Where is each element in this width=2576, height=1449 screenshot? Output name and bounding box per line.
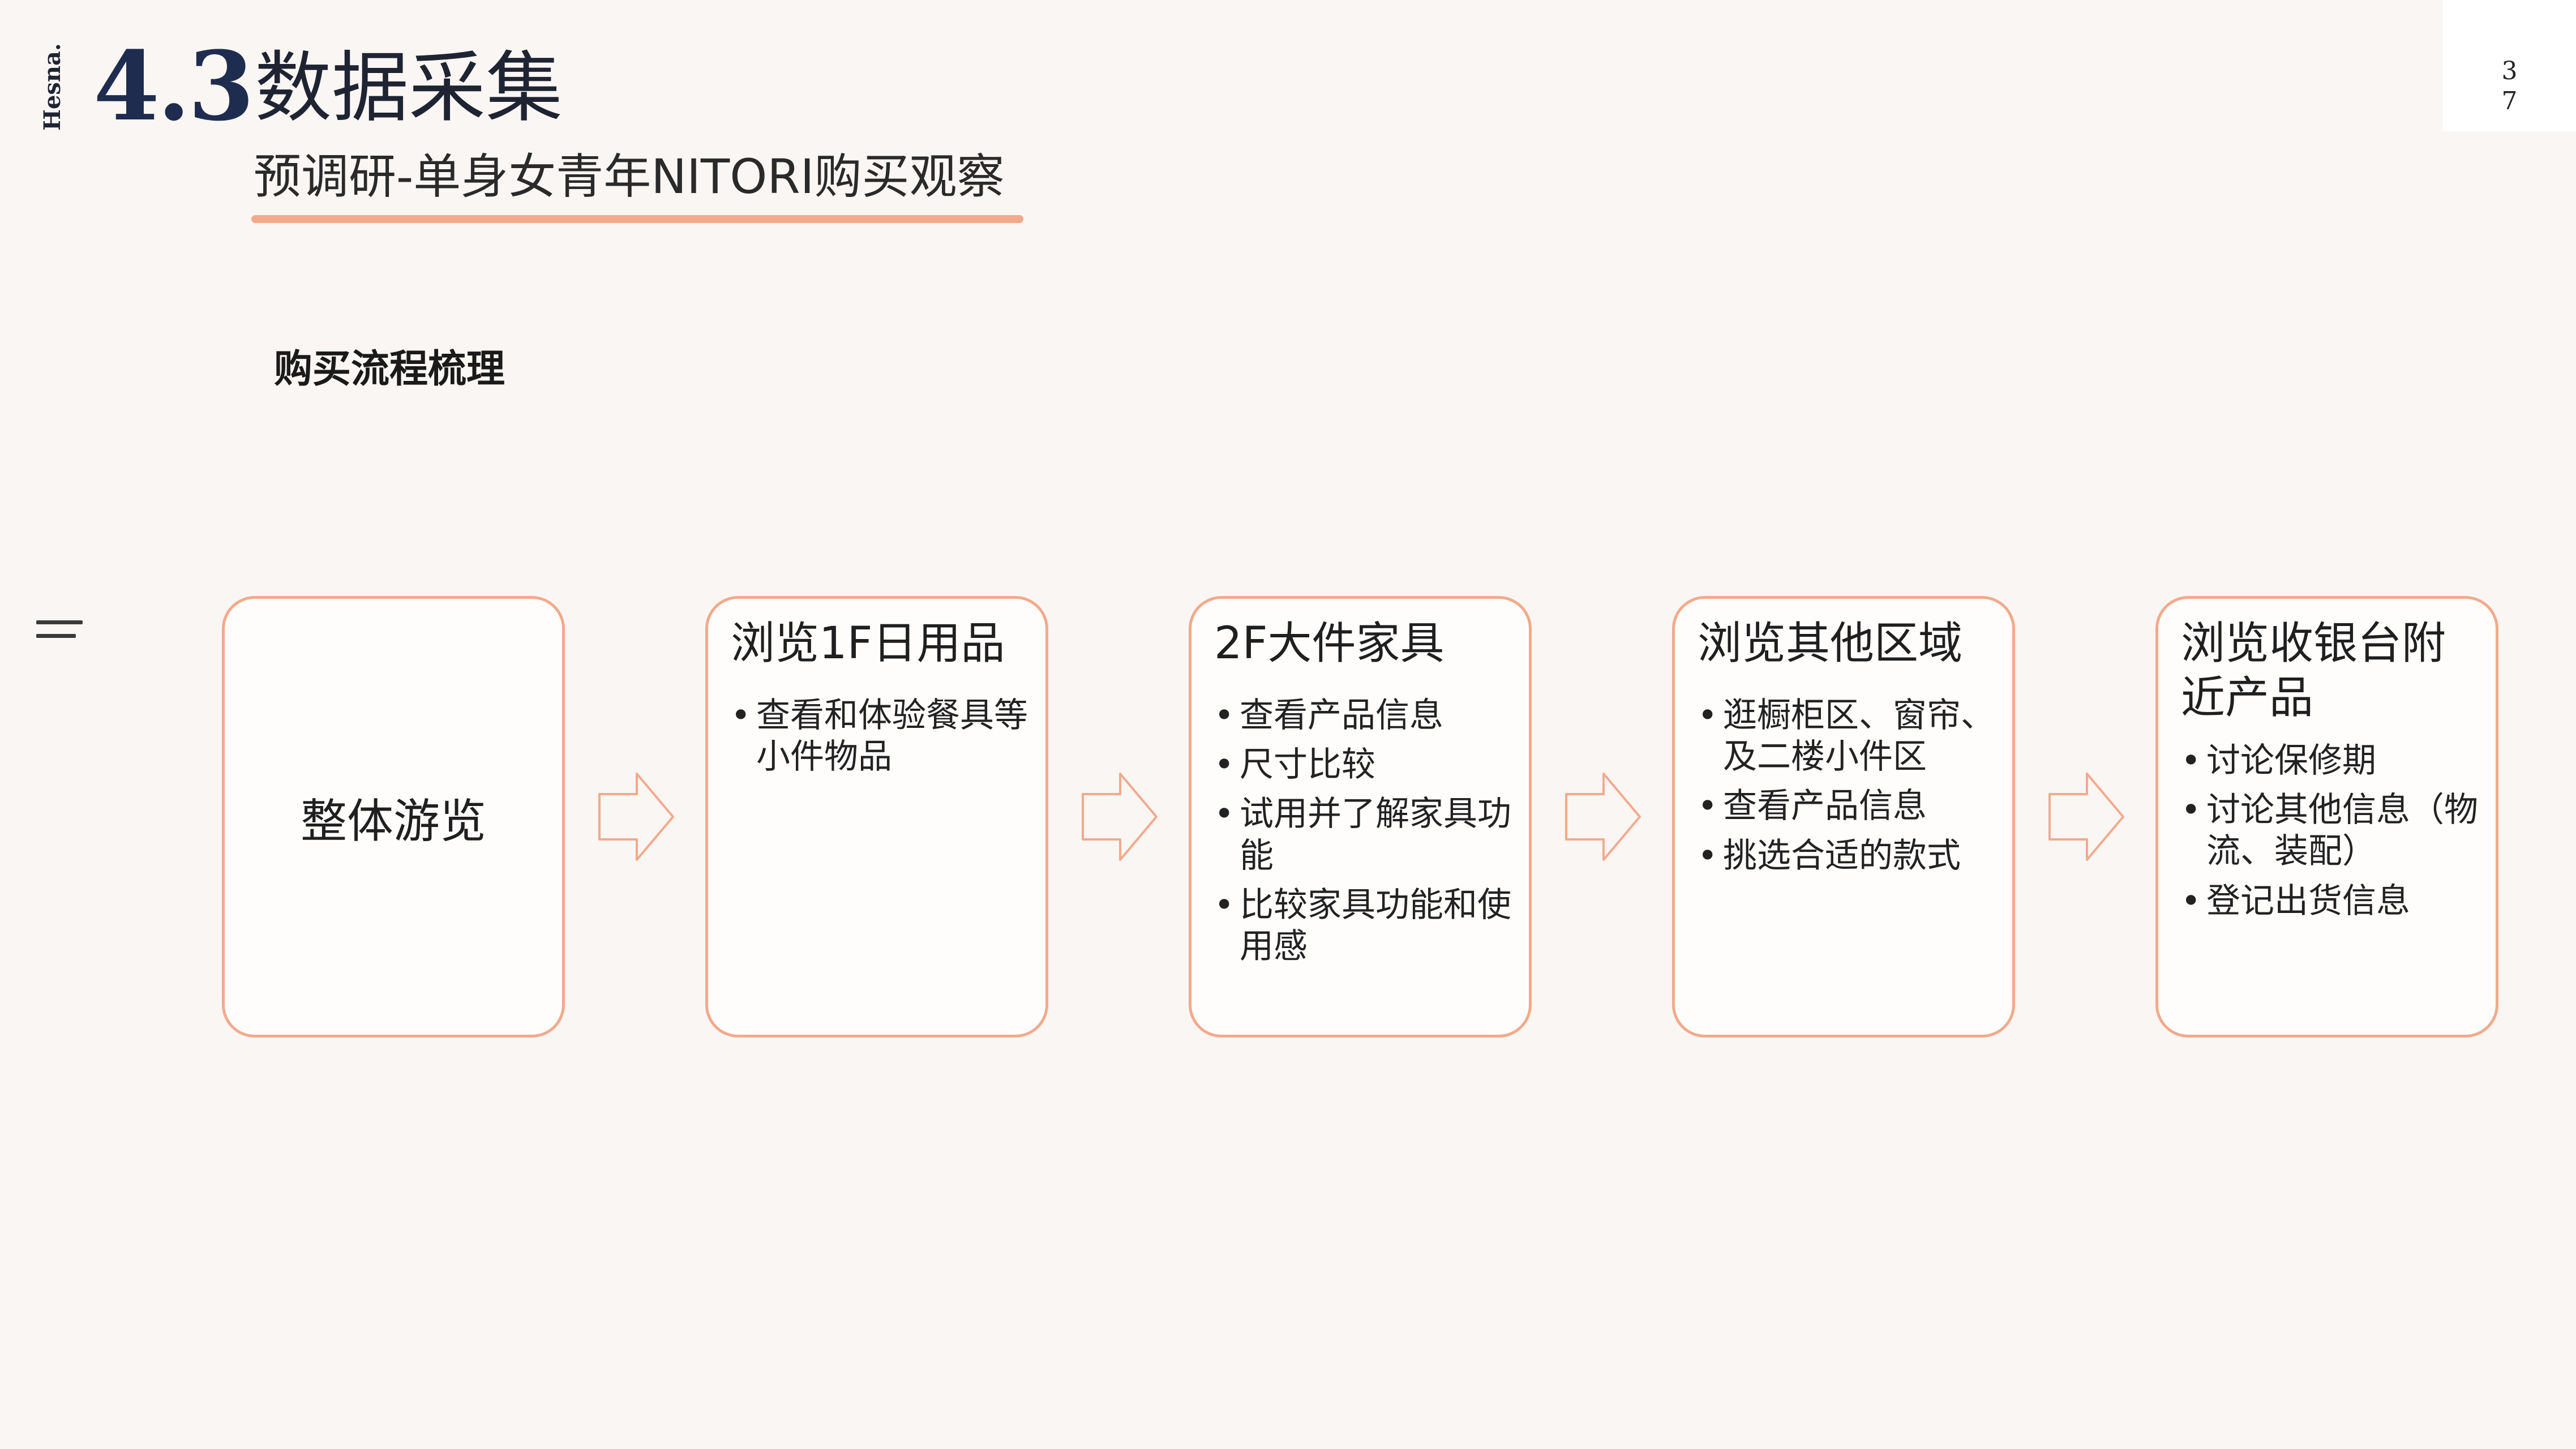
bullet-item: 讨论其他信息（物流、装配） [2181,790,2482,872]
step-bullets: 查看产品信息 尺寸比较 试用并了解家具功能 比较家具功能和使用感 [1214,695,1515,975]
bullet-item: 试用并了解家具功能 [1214,794,1515,876]
step-title: 浏览其他区域 [1698,618,1963,669]
step-title: 整体游览 [300,794,486,848]
bullet-item: 查看产品信息 [1214,695,1515,736]
brand-logo: Hesna. [38,42,66,131]
bullet-item: 挑选合适的款式 [1698,835,1999,877]
step-card-checkout: 浏览收银台附近产品 讨论保修期 讨论其他信息（物流、装配） 登记出货信息 [2155,596,2498,1038]
bullet-item: 查看产品信息 [1698,786,1999,827]
step-bullets: 逛橱柜区、窗帘、及二楼小件区 查看产品信息 挑选合适的款式 [1698,695,1999,885]
right-arrow-icon [1082,773,1158,861]
step-bullets: 讨论保修期 讨论其他信息（物流、装配） 登记出货信息 [2181,740,2482,930]
right-arrow-icon [598,773,674,861]
step-title: 2F大件家具 [1214,618,1445,669]
bullet-item: 登记出货信息 [2181,881,2482,922]
step-card-1f-daily: 浏览1F日用品 查看和体验餐具等小件物品 [705,596,1048,1038]
page-number-box: 3 7 [2443,0,2576,131]
page-number: 3 7 [2501,57,2518,115]
section-number: 4.3 [93,30,254,142]
bullet-item: 讨论保修期 [2181,740,2482,782]
bullet-item: 查看和体验餐具等小件物品 [731,695,1032,778]
process-heading: 购买流程梳理 [274,347,505,392]
step-card-overall: 整体游览 [222,596,565,1038]
slide-subtitle: 预调研-单身女青年NITORI购买观察 [254,149,1005,204]
step-bullets: 查看和体验餐具等小件物品 [731,695,1032,786]
section-title: 数据采集 [255,44,563,133]
right-arrow-icon [1565,773,1641,861]
step-card-other-areas: 浏览其他区域 逛橱柜区、窗帘、及二楼小件区 查看产品信息 挑选合适的款式 [1672,596,2015,1038]
bullet-item: 尺寸比较 [1214,744,1515,786]
right-arrow-icon [2048,773,2124,861]
step-title: 浏览收银台附近产品 [2181,618,2446,723]
bullet-item: 比较家具功能和使用感 [1214,885,1515,967]
hamburger-menu-icon[interactable] [36,620,83,640]
step-card-2f-furniture: 2F大件家具 查看产品信息 尺寸比较 试用并了解家具功能 比较家具功能和使用感 [1189,596,1532,1038]
bullet-item: 逛橱柜区、窗帘、及二楼小件区 [1698,695,1999,778]
subtitle-underline [251,215,1023,223]
step-title: 浏览1F日用品 [731,618,1005,669]
